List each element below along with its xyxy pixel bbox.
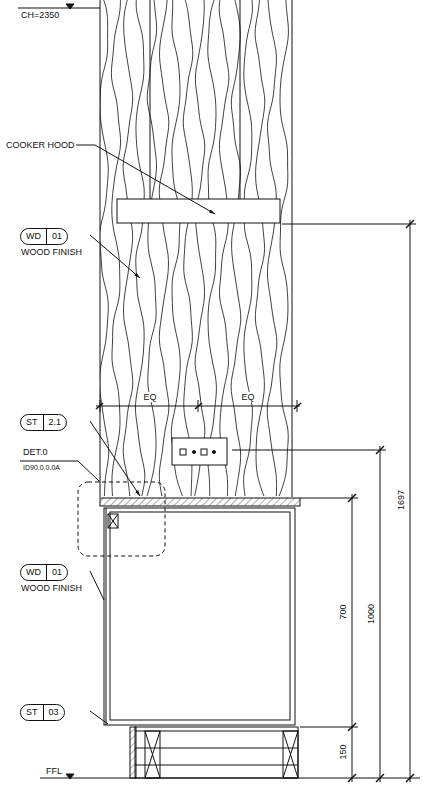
wood-grain [135, 0, 144, 496]
material-tag: WD01WOOD FINISH [20, 564, 68, 581]
wood-grain [255, 0, 265, 496]
wood-grain [195, 0, 205, 496]
drawing-label: COOKER HOOD [5, 140, 76, 150]
material-code: ST [21, 415, 43, 430]
drawing-label: CH=2350 [20, 10, 60, 20]
material-code: WD [21, 229, 46, 244]
wood-grain [123, 0, 133, 496]
material-tag: ST2.1 [20, 414, 67, 431]
drawing-label: ID90.0.0.0A [22, 463, 61, 473]
wood-grain [147, 0, 157, 496]
drawing-label: DET.0 [22, 447, 49, 457]
material-tag: WD01WOOD FINISH [20, 228, 68, 245]
dimension-value: 1000 [366, 603, 376, 625]
drawing-label: EQ [240, 392, 255, 402]
material-number: 01 [46, 229, 67, 244]
material-code: ST [21, 705, 43, 720]
wood-grain [279, 0, 288, 496]
wood-grain [244, 0, 253, 496]
wood-grain [207, 0, 217, 496]
wood-grain [171, 0, 182, 496]
material-code: WD [21, 565, 46, 580]
wood-grain [182, 0, 192, 496]
wood-grain [267, 0, 277, 496]
wood-grain [231, 0, 241, 496]
material-name: WOOD FINISH [21, 247, 82, 257]
drawing-label: FFL [45, 766, 63, 776]
wood-grain [159, 0, 169, 496]
material-tag: ST03 [20, 704, 65, 721]
material-number: 03 [43, 705, 64, 720]
material-name: WOOD FINISH [21, 583, 82, 593]
material-number: 01 [46, 565, 67, 580]
dimension-value: 1697 [396, 489, 406, 511]
material-number: 2.1 [43, 415, 67, 430]
wood-grain [111, 0, 120, 496]
wood-grain [219, 0, 229, 496]
drawing-label: EQ [142, 392, 157, 402]
dimension-value: 150 [338, 743, 348, 760]
dimension-value: 700 [338, 603, 348, 620]
